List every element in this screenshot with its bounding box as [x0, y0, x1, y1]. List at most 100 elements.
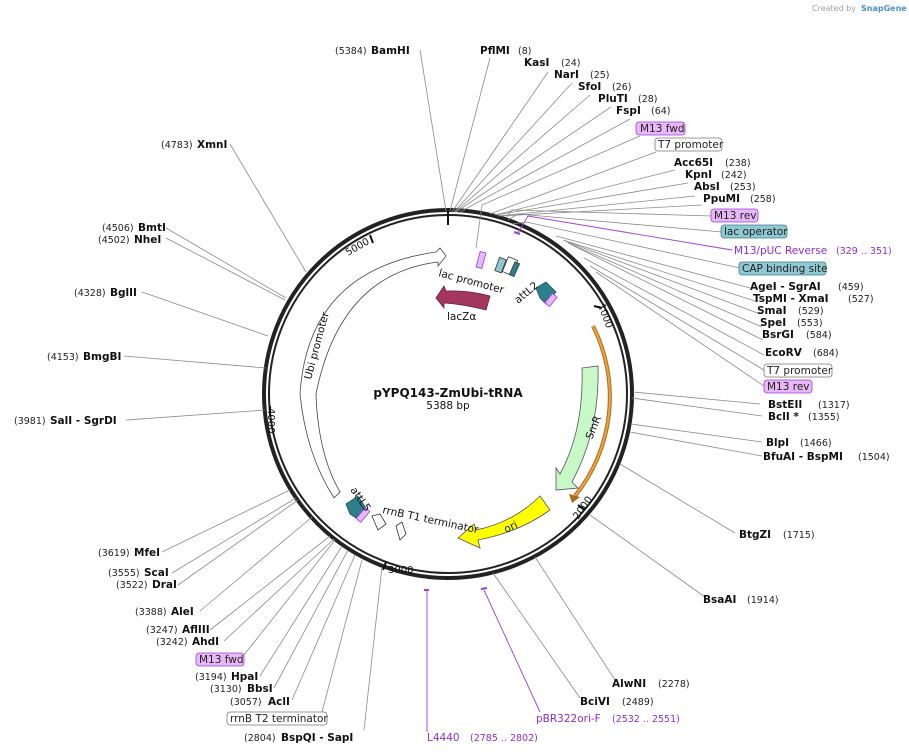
site-nhei: NheI	[134, 234, 161, 246]
plasmid-name: pYPQ143-ZmUbi-tRNA	[373, 386, 523, 400]
svg-text:rrnB T2 terminator: rrnB T2 terminator	[230, 713, 328, 725]
site-spei: SpeI	[760, 317, 786, 329]
site-num-pluti: (28)	[638, 94, 658, 105]
site-num-scai: (3555)	[108, 568, 140, 579]
feature-box-m13-rev-right: M13 rev	[763, 379, 813, 394]
feature-box-cap-binding-site: CAP binding site	[738, 261, 828, 276]
backbone-ring	[262, 208, 634, 580]
tick-mark-1000	[593, 305, 603, 309]
site-bsaai: BsaAI	[703, 594, 736, 606]
rrnb-t2-mark	[371, 513, 387, 531]
site-blpi: BlpI	[766, 437, 789, 449]
site-drai: DraI	[152, 579, 177, 591]
site-pluti: PluTI	[598, 93, 628, 105]
primer-range-pbr322ori: (2532 .. 2551)	[612, 714, 680, 725]
site-num-bfuai: (1504)	[858, 452, 890, 463]
site-sfoi: SfoI	[578, 81, 601, 93]
site-num-xmni: (4783)	[161, 140, 193, 151]
tick-mark-3000	[382, 561, 387, 571]
site-num-alei: (3388)	[135, 607, 167, 618]
site-num-bcli: (1355)	[808, 412, 840, 423]
site-alei: AleI	[171, 606, 194, 618]
orange-arc-head	[569, 494, 580, 503]
m13-rev-arrow	[544, 292, 558, 308]
site-bfuai-bspmi: BfuAI - BspMI	[763, 451, 843, 463]
site-num-ecorv: (684)	[813, 348, 839, 359]
site-bcivi: BciVI	[580, 696, 610, 708]
svg-text:M13 rev: M13 rev	[714, 210, 757, 222]
rrnb-t1-label: rrnB T1 terminator	[381, 504, 480, 536]
feature-box-m13-fwd-top: M13 fwd	[635, 121, 686, 136]
lac-operator-mark	[494, 256, 507, 274]
site-btgzi: BtgZI	[739, 529, 771, 541]
site-num-bglii: (4328)	[74, 288, 106, 299]
cap-site-mark	[508, 261, 521, 278]
attl2-label: attL2	[512, 280, 541, 307]
site-afliii: AflIII	[182, 624, 210, 636]
lacza-feature	[435, 285, 491, 311]
feature-box-lac-operator: lac operator	[720, 224, 788, 239]
m13-fwd-arrow	[475, 251, 487, 269]
smr-feature	[555, 365, 599, 491]
svg-text:M13 fwd: M13 fwd	[640, 123, 685, 135]
site-num-bmgbi: (4153)	[47, 352, 79, 363]
site-fspi: FspI	[616, 105, 641, 117]
site-num-fspi: (64)	[651, 106, 671, 117]
site-num-afliii: (3247)	[146, 625, 178, 636]
primer-range-l4440: (2785 .. 2802)	[470, 733, 538, 744]
svg-text:M13 rev: M13 rev	[767, 381, 810, 393]
primer-l4440: L4440	[427, 732, 460, 744]
site-num-bsaai: (1914)	[747, 595, 779, 606]
site-num-bamhi: (5384)	[335, 46, 367, 57]
m13-fwd-arrow-2	[355, 507, 371, 523]
site-kasi: KasI	[524, 57, 549, 69]
site-bglii: BglII	[110, 287, 137, 299]
site-acli: AclI	[268, 696, 290, 708]
feature-box-m13-fwd-left: M13 fwd	[195, 652, 245, 667]
site-num-bcivi: (2489)	[622, 697, 654, 708]
ori-label: ori	[502, 519, 519, 536]
primer-pbr322ori: pBR322ori-F	[536, 713, 601, 725]
site-num-alwni: (2278)	[658, 679, 690, 690]
site-alwni: AlwNI	[612, 678, 646, 690]
site-num-drai: (3522)	[116, 580, 148, 591]
site-bmti: BmtI	[138, 222, 166, 234]
site-num-acli: (3057)	[230, 697, 262, 708]
site-num-btgzi: (1715)	[783, 530, 815, 541]
site-ppumi: PpuMI	[703, 193, 740, 205]
feature-box-t7-promoter-right: T7 promoter	[763, 363, 833, 378]
site-num-tspmi: (527)	[848, 294, 874, 305]
site-acc65i: Acc65I	[674, 157, 713, 169]
site-pflmi: PflMI	[480, 45, 510, 57]
tick-mark-5000	[369, 234, 374, 244]
orange-feature-arc-fill	[574, 325, 611, 497]
primer-range-m13-puc: (329 .. 351)	[836, 246, 892, 257]
site-hpai: HpaI	[231, 671, 258, 683]
site-bbsi: BbsI	[247, 683, 273, 695]
site-num-ppumi: (258)	[750, 194, 776, 205]
feature-box-rrnb-t2: rrnB T2 terminator	[226, 711, 328, 726]
tick-mark-2000	[577, 504, 586, 511]
site-num-bsteii: (1317)	[818, 400, 850, 411]
site-num-mfei: (3619)	[98, 548, 130, 559]
svg-text:T7 promoter: T7 promoter	[766, 365, 833, 377]
credit-brand: SnapGene	[861, 4, 907, 13]
site-num-hpai: (3194)	[195, 672, 227, 683]
svg-text:CAP binding site: CAP binding site	[742, 263, 828, 275]
site-bcli: BclI *	[768, 411, 799, 423]
feature-box-m13-rev-top: M13 rev	[710, 208, 759, 223]
site-sali-sgrdi: SalI - SgrDI	[50, 415, 117, 427]
site-nari: NarI	[554, 69, 579, 81]
site-scai: ScaI	[144, 567, 169, 579]
site-num-nhei: (4502)	[98, 235, 130, 246]
site-num-smai: (529)	[798, 306, 824, 317]
svg-text:lac operator: lac operator	[724, 226, 788, 238]
site-bmgbi: BmgBI	[83, 351, 121, 363]
site-bsteii: BstEII	[768, 399, 802, 411]
site-kpni: KpnI	[685, 169, 712, 181]
plasmid-size: 5388 bp	[426, 400, 470, 412]
site-xmni: XmnI	[197, 139, 227, 151]
site-num-bsrgi: (584)	[806, 330, 832, 341]
site-num-ahdi: (3242)	[156, 637, 188, 648]
